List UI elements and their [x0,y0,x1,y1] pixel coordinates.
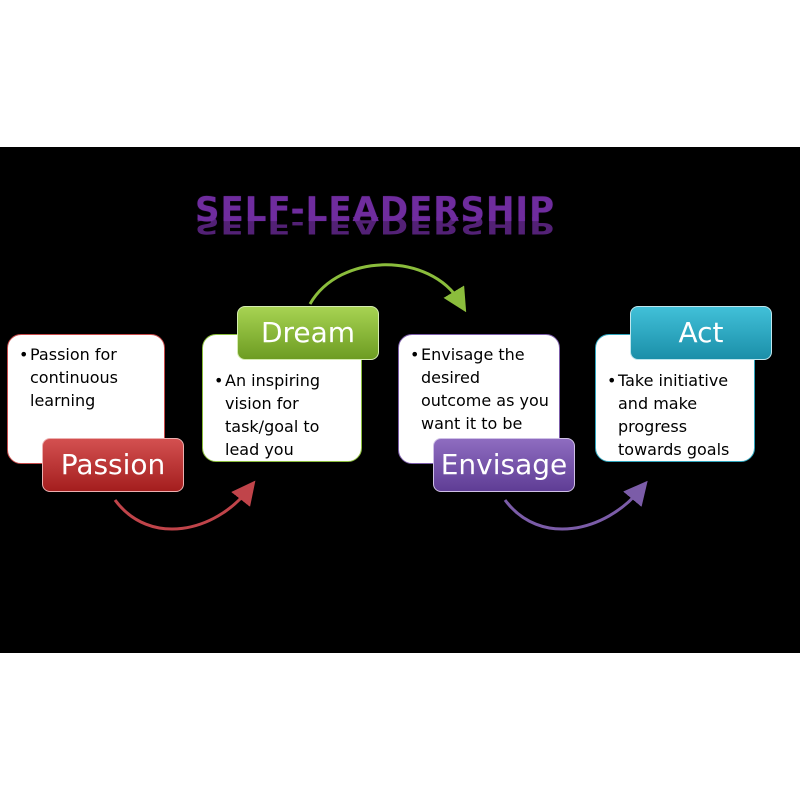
act-bullet: Take initiative and make progress toward… [607,369,746,461]
passion-label: Passion [42,438,184,492]
envisage-label: Envisage [433,438,575,492]
passion-bullets: Passion for continuous learning [18,343,156,412]
arrow-passion-to-dream [113,480,256,531]
act-bullets: Take initiative and make progress toward… [606,369,746,461]
envisage-bullet: Envisage the desired outcome as you want… [410,343,551,435]
connector-arrows [113,263,648,531]
title-group: SELF-LEADERSHIP SELF-LEADERSHIP [150,190,600,251]
diagram-title: SELF-LEADERSHIP [194,190,555,230]
arrow-dream-to-envisage [308,263,467,313]
passion-bullet: Passion for continuous learning [19,343,156,412]
arrow-envisage-to-act [503,480,648,531]
dream-bullet: An inspiring vision for task/goal to lea… [214,369,353,461]
envisage-bullets: Envisage the desired outcome as you want… [409,343,551,435]
dream-label: Dream [237,306,379,360]
dream-bullets: An inspiring vision for task/goal to lea… [213,369,353,461]
act-label: Act [630,306,772,360]
slide: SELF-LEADERSHIP SELF-LEADERSHIP Pas [0,147,800,653]
